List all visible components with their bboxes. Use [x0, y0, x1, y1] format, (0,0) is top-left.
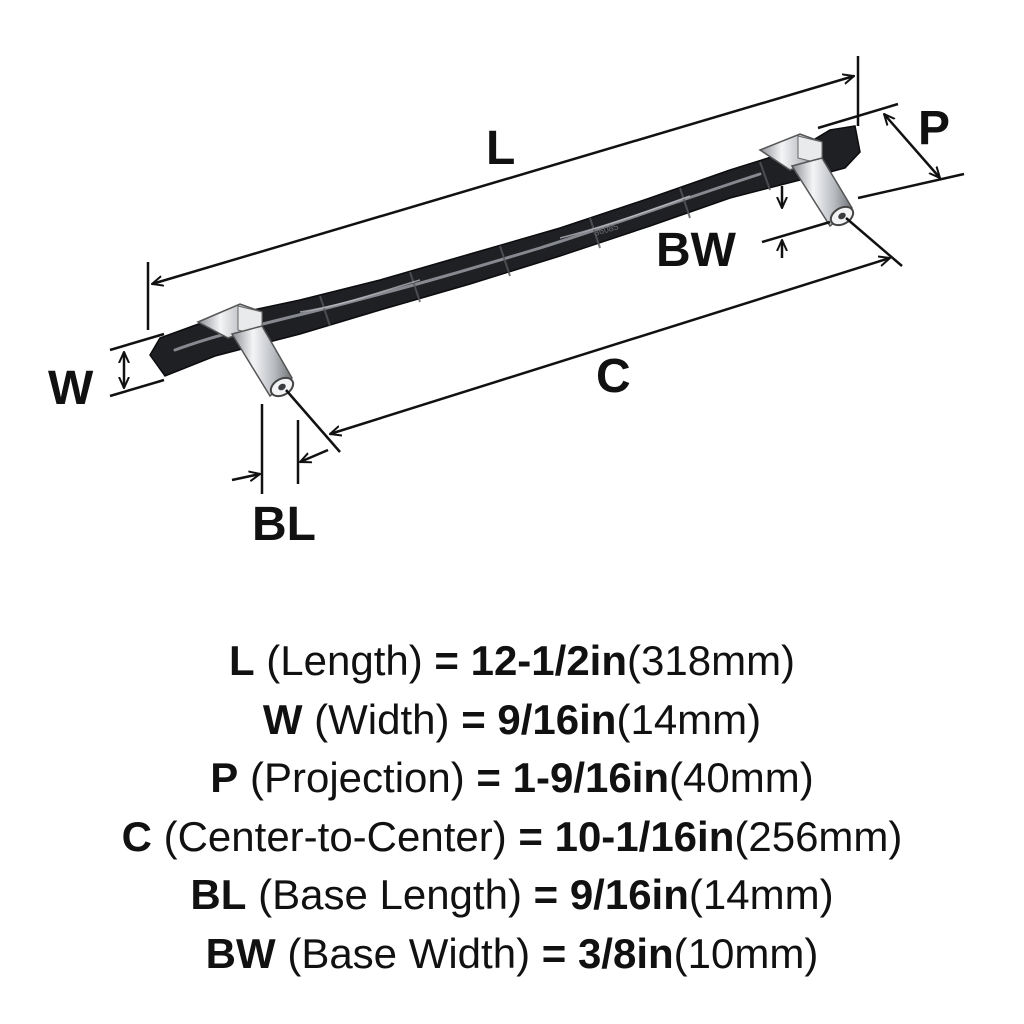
dimension-W: W [48, 332, 165, 415]
spec-width: W (Width) = 9/16in(14mm) [262, 695, 762, 743]
spec-list: L (Length) = 12-1/2in(318mm) W (Width) =… [0, 632, 1024, 983]
label-BL: BL [252, 498, 316, 551]
label-BW: BW [656, 224, 737, 277]
spec-projection: P (Projection) = 1-9/16in(40mm) [210, 754, 814, 801]
label-W: W [48, 362, 94, 415]
dimension-L: L [146, 56, 860, 330]
spec-length: L (Length) = 12-1/2in(318mm) [228, 637, 796, 684]
label-C: C [596, 350, 631, 403]
dimension-diagram: 36085 L P BW C [48, 56, 965, 551]
label-P: P [918, 102, 950, 155]
spec-center-to-center: C (Center-to-Center) = 10-1/16in(256mm) [121, 812, 903, 860]
dimension-P: P [817, 102, 965, 200]
spec-base-length: BL (Base Length) = 9/16in(14mm) [190, 871, 834, 918]
dimension-C: C [285, 217, 903, 453]
spec-base-width: BW (Base Width) = 3/8in(10mm) [205, 929, 819, 977]
label-L: L [486, 122, 515, 175]
dimension-BL: BL [231, 404, 329, 551]
